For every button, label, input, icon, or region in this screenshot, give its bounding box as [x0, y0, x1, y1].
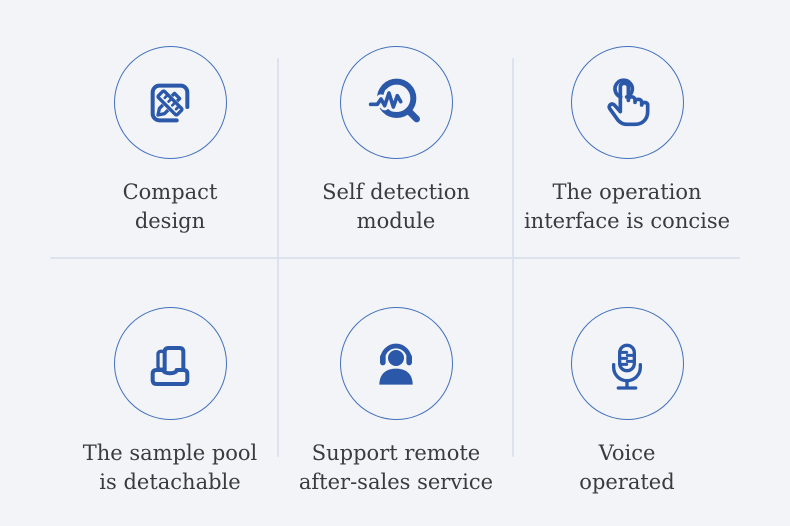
- feature-remote-service: Support remote after-sales service: [276, 307, 516, 497]
- feature-label-line: The operation: [552, 180, 702, 204]
- icon-circle: [339, 46, 453, 159]
- design-tools-icon: [150, 83, 190, 122]
- feature-label: Support remote after-sales service: [299, 439, 493, 497]
- feature-label-line: design: [134, 209, 206, 233]
- icon-circle: [113, 307, 227, 420]
- feature-label-line: Self detection: [322, 180, 470, 204]
- feature-label: Voice operated: [579, 439, 674, 497]
- feature-label: Compact design: [123, 178, 218, 236]
- feature-label: Self detection module: [322, 178, 470, 236]
- feature-self-detection: Self detection module: [276, 46, 516, 236]
- feature-label-line: is detachable: [99, 470, 241, 494]
- feature-compact-design: Compact design: [50, 46, 290, 236]
- tap-gesture-icon: [607, 77, 650, 126]
- icon-circle: [113, 46, 227, 159]
- feature-label: The sample pool is detachable: [83, 439, 258, 497]
- feature-label-line: after-sales service: [298, 470, 494, 494]
- icon-circle: [339, 307, 453, 420]
- feature-sample-pool: The sample pool is detachable: [50, 307, 290, 497]
- icon-circle: [570, 307, 684, 420]
- sample-tray-icon: [150, 345, 190, 386]
- feature-label-line: The sample pool: [82, 441, 258, 465]
- detection-magnifier-icon: [366, 78, 420, 122]
- icon-circle: [570, 46, 684, 159]
- microphone-icon: [612, 343, 642, 390]
- horizontal-divider: [50, 257, 740, 259]
- feature-label-line: Voice: [598, 441, 656, 465]
- feature-voice-operated: Voice operated: [507, 307, 747, 497]
- feature-label-line: module: [356, 209, 436, 233]
- feature-label: The operation interface is concise: [524, 178, 730, 236]
- feature-operation-interface: The operation interface is concise: [507, 46, 747, 236]
- feature-label-line: Support remote: [311, 441, 481, 465]
- support-headset-icon: [379, 343, 413, 385]
- feature-label-line: Compact: [122, 180, 218, 204]
- feature-label-line: interface is concise: [523, 209, 731, 233]
- feature-label-line: operated: [579, 470, 675, 494]
